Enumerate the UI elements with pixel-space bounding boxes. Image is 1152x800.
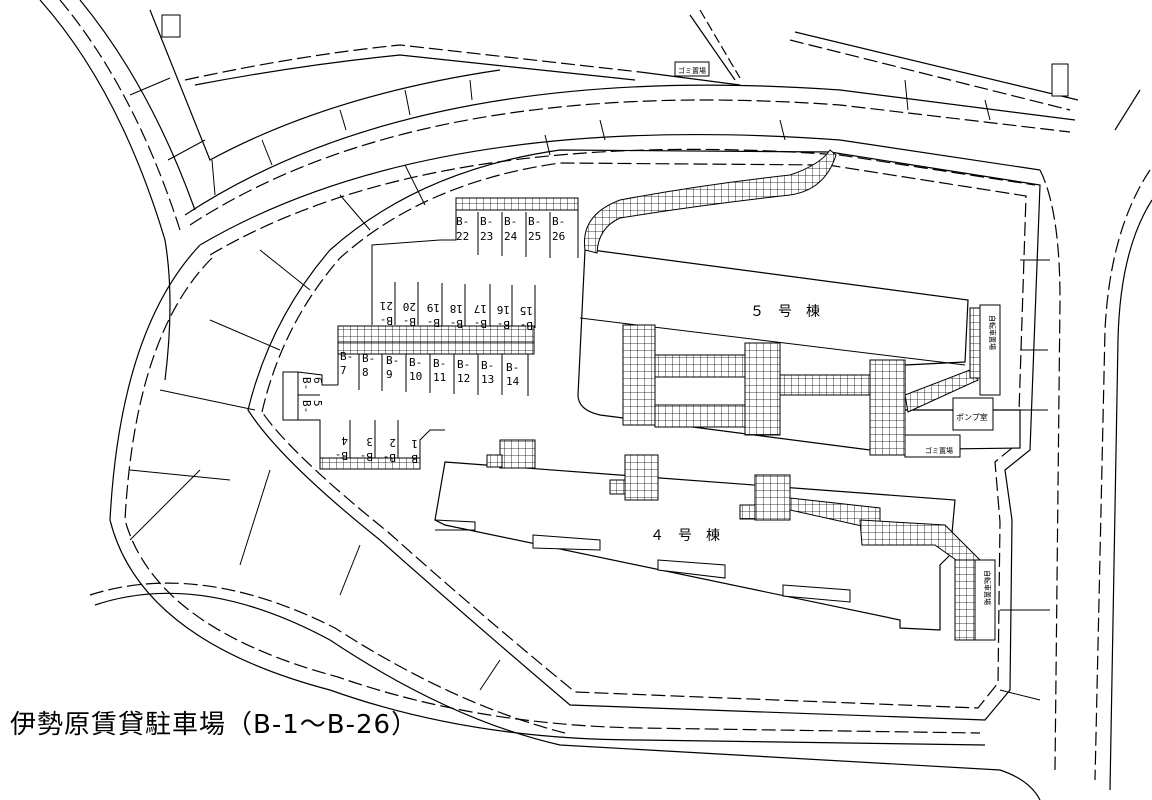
garbage-area-label-top: ゴミ置場: [678, 66, 706, 75]
space-number: 3: [366, 435, 373, 448]
space-prefix: B-: [360, 450, 373, 463]
space-prefix: B-: [528, 215, 541, 228]
space-prefix: B-: [403, 315, 416, 328]
space-prefix: B-: [383, 451, 396, 464]
space-number: 12: [457, 372, 470, 385]
space-number: 19: [427, 301, 440, 314]
space-prefix: B-: [409, 356, 422, 369]
space-prefix: B-: [386, 354, 399, 367]
space-number: 10: [409, 370, 422, 383]
space-prefix: B-: [481, 359, 494, 372]
space-number: 17: [474, 302, 487, 315]
space-prefix: B-: [506, 361, 519, 374]
space-prefix: B-: [362, 352, 375, 365]
space-prefix: B-: [380, 314, 393, 327]
space-number: 20: [403, 300, 416, 313]
space-number: 8: [362, 366, 369, 379]
space-prefix: B-: [520, 319, 533, 332]
space-number: 1: [411, 437, 418, 450]
parking-row-bottom: B- 1 B- 2 B- 3 B- 4: [335, 434, 418, 465]
space-number: 13: [481, 373, 494, 386]
space-prefix: B-: [433, 357, 446, 370]
parking-row-top: B- 22 B- 23 B- 24 B- 25 B- 26: [456, 215, 565, 243]
pump-room-label: ポンプ室: [956, 412, 988, 422]
space-prefix: B-: [456, 215, 469, 228]
space-prefix: B-: [340, 350, 353, 363]
top-structures: [161, 14, 1069, 97]
parking-left-pair: B- 6 B- 5: [300, 377, 324, 413]
space-prefix: B-: [300, 400, 313, 413]
space-prefix: B-: [474, 317, 487, 330]
bike-area-label-4: 自転車置場: [983, 570, 992, 605]
space-prefix: B-: [450, 317, 463, 330]
parking-lot: [282, 197, 579, 470]
space-number: 18: [450, 302, 463, 315]
map-title: 伊勢原賃貸駐車場（B-1～B-26）: [10, 710, 419, 740]
space-number: 7: [340, 364, 347, 377]
space-prefix: B-: [552, 215, 565, 228]
space-number: 5: [311, 400, 324, 407]
space-number: 15: [520, 304, 533, 317]
space-number: 16: [497, 303, 510, 316]
roads: [39, 0, 1152, 800]
building-5-label: ５ 号 棟: [750, 304, 820, 320]
site-boundary: [247, 149, 1041, 721]
bike-area-label-5: 自転車置場: [988, 315, 997, 350]
space-number: 23: [480, 230, 493, 243]
parking-row-rotated: B- 15 B- 16 B- 17 B- 18 B- 19 B- 20 B- 2…: [380, 299, 533, 332]
space-prefix: B-: [504, 215, 517, 228]
space-number: 22: [456, 230, 469, 243]
space-prefix: B-: [300, 377, 313, 390]
space-number: 6: [311, 377, 324, 384]
space-prefix: B-: [497, 318, 510, 331]
parking-row-middle: B- 7 B- 8 B- 9 B- 10 B- 11 B- 12 B- 13 B…: [340, 350, 520, 388]
space-prefix: B-: [480, 215, 493, 228]
space-number: 14: [506, 375, 520, 388]
building-4-label: ４ 号 棟: [650, 528, 720, 544]
space-number: 25: [528, 230, 541, 243]
building-4: [434, 439, 996, 641]
space-number: 2: [389, 436, 396, 449]
space-prefix: B-: [335, 449, 348, 462]
space-number: 26: [552, 230, 565, 243]
space-prefix: B-: [405, 452, 418, 465]
space-number: 21: [380, 299, 393, 312]
building-5: [577, 149, 1021, 458]
space-prefix: B-: [427, 316, 440, 329]
space-number: 11: [433, 371, 446, 384]
space-prefix: B-: [457, 358, 470, 371]
space-number: 4: [341, 434, 348, 447]
space-number: 9: [386, 368, 393, 381]
space-number: 24: [504, 230, 518, 243]
garbage-area-label-5: ゴミ置場: [925, 446, 953, 455]
road-cross-lines: [129, 77, 1050, 701]
